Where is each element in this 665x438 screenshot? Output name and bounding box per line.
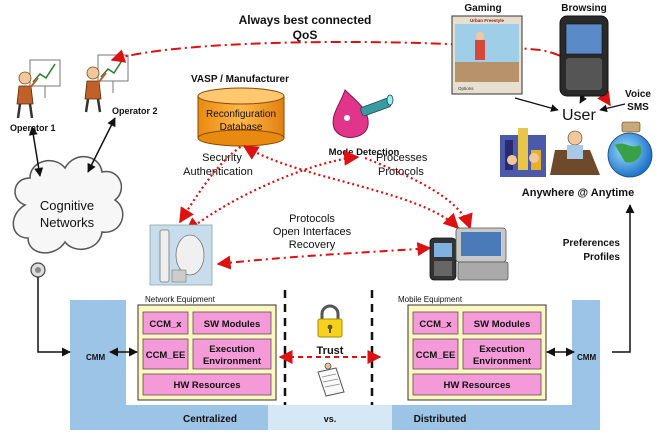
operator-1: Operator 1 bbox=[10, 59, 61, 133]
cognitive-line1: Cognitive bbox=[40, 198, 94, 213]
db-line2: Database bbox=[220, 122, 263, 133]
ccm-x-label-mobile: CCM_x bbox=[419, 319, 452, 330]
mobile-equipment-label: Mobile Equipment bbox=[398, 295, 463, 304]
network-equipment-label: Network Equipment bbox=[145, 295, 216, 304]
exec-line1-mobile: Execution bbox=[479, 344, 525, 355]
processes-line2: Protocols bbox=[378, 166, 424, 178]
protocols-line2: Open Interfaces bbox=[273, 226, 352, 238]
gaming-label: Gaming bbox=[464, 3, 501, 14]
browsing-user-arrow bbox=[579, 94, 587, 104]
mobile-devices-icon bbox=[429, 227, 509, 281]
protocols-arrow bbox=[216, 242, 432, 270]
headline-line1: Always best connected bbox=[239, 13, 372, 27]
network-to-mode-detection-arrow bbox=[184, 150, 360, 233]
execution-env-module bbox=[192, 338, 272, 370]
ccm-ee-label: CCM_EE bbox=[146, 350, 186, 361]
sw-modules-module-mobile bbox=[462, 311, 542, 335]
network-equipment-box: Network Equipment CCM_x SW Modules CCM_E… bbox=[137, 295, 277, 401]
hw-resources-label: HW Resources bbox=[173, 380, 240, 391]
game-brand: Urban Freestyle bbox=[470, 18, 505, 23]
protocols-line3: Recovery bbox=[289, 239, 336, 251]
ccm-ee-label-mobile: CCM_EE bbox=[416, 350, 456, 361]
game-options: Options bbox=[458, 86, 474, 91]
vs-gap bbox=[268, 405, 392, 430]
bottom-panel: Centralized vs. Distributed CMM CMM bbox=[70, 290, 600, 430]
ccm-ee-module bbox=[142, 338, 189, 370]
security-line1: Security bbox=[202, 152, 242, 164]
vasp-title: VASP / Manufacturer bbox=[191, 74, 289, 85]
headline-line2: QoS bbox=[293, 28, 318, 42]
db-line1: Reconfiguration bbox=[206, 109, 276, 120]
preferences-label: Preferences bbox=[563, 238, 621, 249]
anywhere-scene-icon bbox=[500, 121, 653, 178]
smartphone-icon bbox=[559, 15, 609, 97]
operator1-cloud-link bbox=[28, 126, 44, 177]
ccm-x-module bbox=[142, 311, 189, 335]
base-station-antenna-icon bbox=[149, 224, 213, 286]
hw-resources-label-mobile: HW Resources bbox=[443, 380, 510, 391]
vs-label: vs. bbox=[324, 414, 337, 424]
trust-label: Trust bbox=[317, 345, 344, 357]
hw-resources-module-mobile bbox=[412, 373, 542, 396]
exec-line1: Execution bbox=[209, 344, 255, 355]
lock-icon bbox=[317, 304, 343, 338]
ccm-ee-module-mobile bbox=[412, 338, 459, 370]
operator1-label: Operator 1 bbox=[10, 123, 56, 133]
operator2-label: Operator 2 bbox=[112, 106, 158, 116]
protocols-line1: Protocols bbox=[289, 213, 335, 225]
ccm-x-module-mobile bbox=[412, 311, 459, 335]
voice-user-arrow bbox=[599, 103, 626, 113]
exec-line2-mobile: Environment bbox=[473, 356, 532, 367]
presenter-chart-icon bbox=[16, 59, 61, 119]
exec-line2: Environment bbox=[203, 356, 262, 367]
mobile-equipment-box: Mobile Equipment CCM_x SW Modules CCM_EE… bbox=[398, 295, 547, 401]
processes-line1: Processes bbox=[376, 152, 428, 164]
operator2-cloud-link bbox=[87, 117, 116, 173]
profiles-label: Profiles bbox=[583, 252, 620, 263]
mode-detection-to-mobile-arrow bbox=[364, 156, 473, 230]
operator-2: Operator 2 bbox=[84, 54, 158, 116]
sw-modules-module bbox=[192, 311, 272, 335]
presenter-chart-icon bbox=[84, 54, 129, 113]
cmm-left-label: CMM bbox=[86, 353, 105, 362]
gaming-user-arrow bbox=[514, 97, 559, 112]
cognitive-networks-cloud: Cognitive Networks bbox=[12, 156, 124, 278]
hw-resources-module bbox=[142, 373, 272, 396]
preferences-arrow bbox=[612, 204, 635, 353]
browsing-label: Browsing bbox=[561, 3, 607, 14]
user-label: User bbox=[562, 107, 596, 124]
cognitive-line2: Networks bbox=[40, 215, 95, 230]
right-cmm-column bbox=[572, 300, 600, 430]
mode-detection-icon bbox=[332, 89, 394, 138]
sw-modules-label: SW Modules bbox=[204, 319, 260, 330]
voice-label: Voice bbox=[625, 89, 651, 100]
best-connected-arrow bbox=[110, 40, 611, 107]
cmm-right-label: CMM bbox=[577, 353, 596, 362]
left-cmm-column bbox=[70, 300, 126, 430]
centralized-label: Centralized bbox=[183, 414, 237, 425]
trust-group: Trust bbox=[278, 304, 382, 397]
ccm-x-label: CCM_x bbox=[149, 319, 182, 330]
antenna-icon bbox=[30, 262, 46, 278]
game-screen-icon: Urban Freestyle Options bbox=[451, 15, 523, 95]
cloud-to-cmm-link bbox=[37, 277, 71, 357]
reconfiguration-database: Reconfiguration Database bbox=[197, 87, 285, 147]
sw-modules-label-mobile: SW Modules bbox=[474, 319, 530, 330]
execution-env-module-mobile bbox=[462, 338, 542, 370]
sms-label: SMS bbox=[627, 102, 649, 113]
handshake-document-icon bbox=[317, 362, 345, 397]
distributed-label: Distributed bbox=[414, 414, 467, 425]
anywhere-label: Anywhere @ Anytime bbox=[522, 187, 634, 199]
